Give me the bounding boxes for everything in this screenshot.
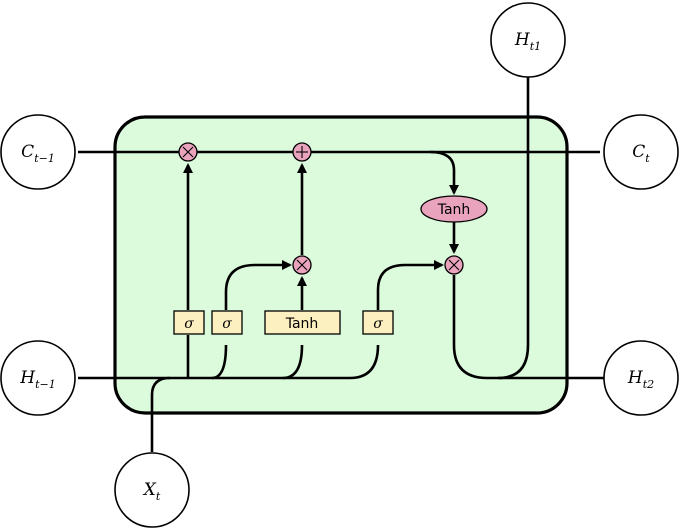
- svg-text:Ht−1: Ht−1: [19, 368, 55, 391]
- input-gate-label: σ: [222, 316, 232, 332]
- input-bus-link: [211, 344, 228, 380]
- output-to-ht1: [497, 77, 530, 380]
- node-h-out: Ht2: [603, 340, 679, 416]
- forget-gate-label: σ: [184, 316, 194, 332]
- candidate-gate: Tanh: [264, 310, 341, 335]
- add-icon: [292, 142, 312, 162]
- candidate-bus-link: [282, 344, 304, 380]
- cell-to-tanh-arrow: [429, 150, 459, 195]
- output-bus-link: [349, 344, 380, 380]
- forget-gate: σ: [173, 310, 205, 335]
- node-x-in: Xt: [114, 452, 190, 528]
- svg-text:Xt: Xt: [142, 480, 161, 503]
- output-to-ht2: [452, 275, 605, 380]
- svg-text:Ht1: Ht1: [514, 30, 541, 53]
- node-c-prev: Ct−1: [0, 114, 76, 190]
- node-h-prev: Ht−1: [0, 340, 76, 416]
- cell-tanh-label: Tanh: [437, 202, 471, 218]
- input-multiply-icon: [292, 255, 312, 275]
- cell-tanh: Tanh: [420, 195, 488, 223]
- candidate-gate-label: Tanh: [285, 316, 319, 332]
- svg-text:Ct: Ct: [632, 142, 650, 165]
- input-gate: σ: [211, 310, 243, 335]
- svg-text:Ht2: Ht2: [627, 368, 654, 391]
- x-input-path: [150, 376, 171, 452]
- node-c-next: Ct: [603, 114, 679, 190]
- lstm-cell-box: [113, 115, 569, 415]
- forget-multiply-icon: [178, 142, 198, 162]
- output-arrow: [376, 260, 444, 310]
- output-gate: σ: [362, 310, 394, 335]
- output-multiply-icon: [444, 255, 464, 275]
- output-gate-label: σ: [373, 316, 383, 332]
- svg-text:Ct−1: Ct−1: [21, 142, 55, 165]
- input-arrow: [224, 260, 292, 310]
- node-h-top: Ht1: [490, 2, 566, 78]
- wires: [78, 77, 605, 452]
